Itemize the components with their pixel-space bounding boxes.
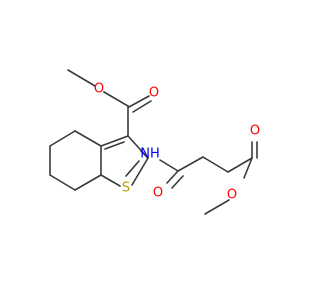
structure-diagram: O O NH S O O O <box>49 69 260 215</box>
atom-o-tail-single: O <box>227 188 237 203</box>
bond-c7a-s <box>100 174 121 187</box>
bond-c4-c5 <box>49 130 76 147</box>
bond-c6-c7 <box>49 174 76 191</box>
bond-ch2-carbonyl <box>227 157 253 173</box>
bond-o-carbonyl <box>103 91 129 107</box>
atom-o-ester-single: O <box>94 82 104 97</box>
bond-c3-c3a <box>100 135 129 147</box>
bond-tail-o-methyl <box>204 199 230 215</box>
bond-nh-c <box>159 159 179 172</box>
bond-methyl-o <box>67 69 96 87</box>
bond-c3-c3a-double <box>104 141 125 150</box>
bond-carbonyl-o-double <box>128 95 150 108</box>
bond-c2-nh <box>140 150 149 159</box>
atom-nh: NH <box>140 147 160 162</box>
molecule-canvas: O O NH S O O O <box>49 69 261 215</box>
bond-amide-carbonyl-o-double <box>171 175 184 189</box>
bond-c3a-c4 <box>74 130 102 147</box>
bond-c7-c7a <box>74 174 102 191</box>
bond-tail-carbonyl-o-single <box>243 157 253 179</box>
atom-o-tail-double: O <box>250 124 260 139</box>
bond-amide-carbonyl-o <box>166 170 179 184</box>
atom-s: S <box>122 181 130 196</box>
bond-c2-c3-double <box>125 160 140 177</box>
bond-s-c2 <box>131 157 149 186</box>
bond-amide-c-ch2 <box>177 156 204 172</box>
bond-carbonyl-o-double-2 <box>132 100 152 113</box>
bond-ch2-ch2 <box>202 156 229 173</box>
atom-o-ester-double: O <box>149 86 159 101</box>
atom-o-amide: O <box>153 186 163 201</box>
